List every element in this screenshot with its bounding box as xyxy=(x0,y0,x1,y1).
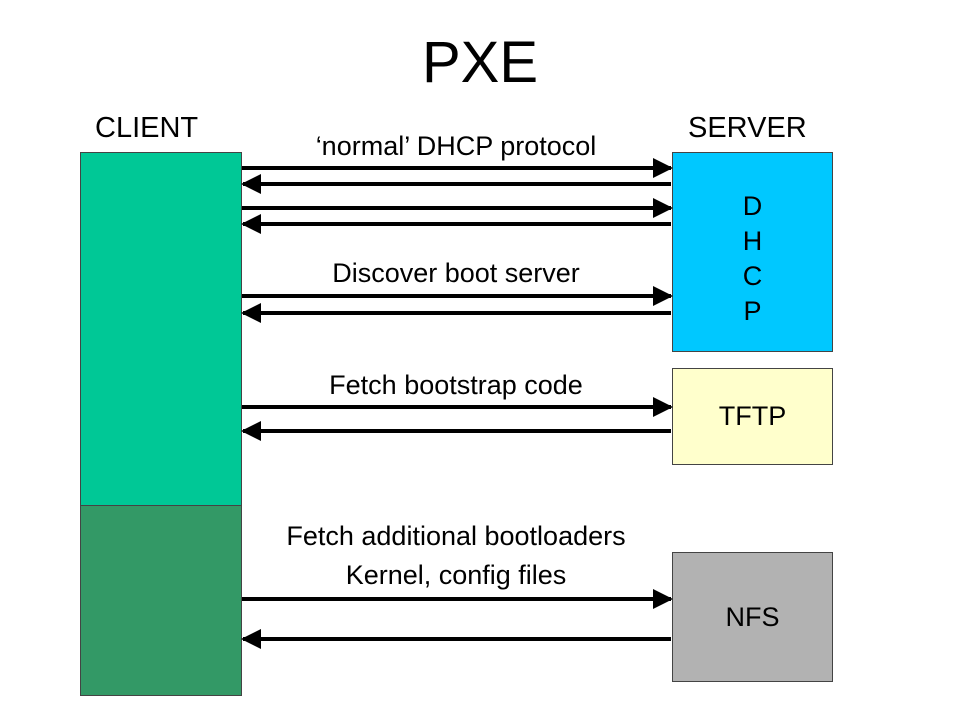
fetch-additional-label-line-1: Fetch additional bootloaders xyxy=(286,521,626,551)
nfs-server-box: NFS xyxy=(672,552,833,682)
server-label: SERVER xyxy=(688,112,807,144)
fetch-bootstrap-label: Fetch bootstrap code xyxy=(329,370,583,400)
fetch-additional-label-line-2: Kernel, config files xyxy=(345,560,567,590)
client-label: CLIENT xyxy=(95,112,199,144)
nfs-server-label: NFS xyxy=(725,601,780,632)
tftp-server-label: TFTP xyxy=(718,401,787,431)
diagram-title: PXE xyxy=(421,30,539,95)
dhcp-server-box: D H C P xyxy=(672,152,833,352)
client-box-upper xyxy=(80,152,242,506)
tftp-server-box: TFTP xyxy=(672,368,833,465)
dhcp-protocol-label: ‘normal’ DHCP protocol xyxy=(315,131,597,161)
dhcp-server-label: D H C P xyxy=(742,191,763,327)
client-box-lower xyxy=(80,505,242,696)
discover-boot-server-label: Discover boot server xyxy=(332,258,580,288)
